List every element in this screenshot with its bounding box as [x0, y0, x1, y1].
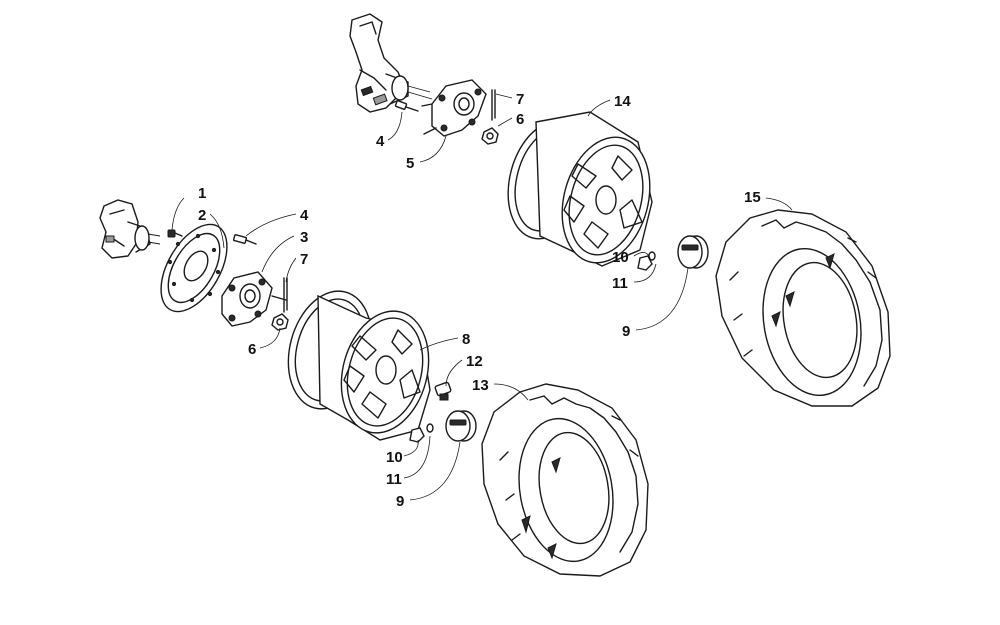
callout-9-front: 9 — [396, 493, 404, 510]
callout-3: 3 — [300, 229, 308, 246]
callout-7-left: 7 — [300, 251, 308, 268]
brake-disc — [160, 223, 228, 313]
front-lug-nut — [409, 427, 425, 443]
upper-steering-knuckle — [349, 13, 433, 113]
left-hub-nut — [271, 313, 289, 331]
upper-wheel-stud — [394, 100, 419, 112]
rear-tire — [715, 209, 891, 407]
front-wheel-rim — [287, 290, 431, 441]
callout-6-upper: 6 — [516, 111, 524, 128]
callout-2: 2 — [198, 207, 206, 224]
rear-lug-washer — [648, 251, 656, 261]
rear-lug-nut — [637, 255, 653, 271]
left-steering-knuckle — [99, 199, 161, 259]
brake-disc-bolt — [167, 229, 183, 238]
upper-hub-nut — [481, 127, 499, 145]
upper-hub — [421, 79, 487, 137]
leader-lines — [171, 93, 793, 501]
callout-11-front: 11 — [386, 471, 402, 488]
front-tire — [481, 383, 649, 577]
left-hub — [221, 271, 287, 327]
callout-9-rear: 9 — [622, 323, 630, 340]
callout-7-upper: 7 — [516, 91, 524, 108]
front-valve-stem — [434, 381, 452, 401]
callout-labels: 1 2 3 4 7 6 4 5 7 6 14 15 10 11 9 8 12 1… — [198, 91, 761, 510]
callout-5: 5 — [406, 155, 414, 172]
front-lug-washer — [426, 423, 434, 433]
front-center-cap — [445, 410, 477, 442]
callout-8: 8 — [462, 331, 470, 348]
callout-10-rear: 10 — [612, 249, 629, 266]
callout-4-upper: 4 — [376, 133, 385, 150]
callout-4-left: 4 — [300, 207, 309, 224]
callout-15: 15 — [744, 189, 761, 206]
rear-wheel-rim — [507, 111, 653, 267]
left-wheel-stud — [232, 234, 257, 245]
callout-13: 13 — [472, 377, 489, 394]
rear-center-cap — [677, 235, 709, 269]
callout-1: 1 — [198, 185, 206, 202]
callout-12: 12 — [466, 353, 483, 370]
callout-10-front: 10 — [386, 449, 403, 466]
callout-6-left: 6 — [248, 341, 256, 358]
left-cotter-pin — [283, 277, 288, 313]
callout-14: 14 — [614, 93, 631, 110]
upper-cotter-pin — [491, 89, 496, 121]
callout-11-rear: 11 — [612, 275, 628, 292]
